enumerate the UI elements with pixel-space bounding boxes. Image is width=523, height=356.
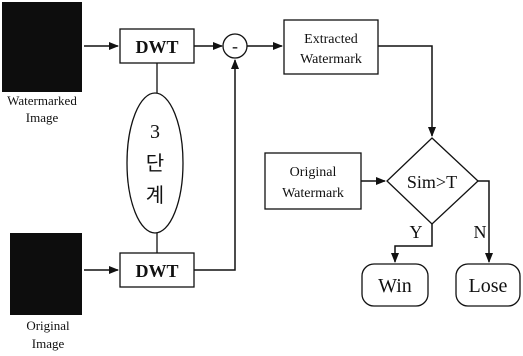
original-watermark-line1: Original [290, 165, 337, 180]
extracted-watermark-block [283, 19, 379, 75]
original-image [10, 233, 82, 315]
win-terminal [361, 263, 429, 307]
level-number: 3 [150, 121, 160, 143]
original-caption-line2: Image [32, 336, 65, 351]
watermarked-caption-line2: Image [26, 110, 59, 125]
win-label: Win [378, 275, 412, 297]
branch-yes-label: Y [410, 222, 423, 242]
watermarked-image [2, 2, 82, 92]
decision-label: Sim>T [407, 172, 457, 192]
arrow-no-to-lose [478, 180, 493, 263]
dwt-bottom-label: DWT [135, 261, 178, 281]
original-caption-line1: Original [26, 318, 70, 333]
arrow-extracted-to-decision [378, 45, 436, 137]
lose-label: Lose [469, 275, 508, 297]
watermarked-caption-line1: Watermarked [7, 93, 77, 108]
level-char-1: 단 [146, 151, 164, 175]
level-char-2: 계 [146, 183, 164, 207]
extracted-watermark-line1: Extracted [304, 32, 358, 47]
subtractor-symbol: - [232, 36, 238, 56]
branch-no-label: N [474, 222, 487, 242]
original-watermark-line2: Watermark [282, 186, 344, 201]
lose-terminal [455, 263, 521, 307]
original-watermark-block [264, 152, 362, 210]
dwt-top-label: DWT [135, 37, 178, 57]
arrow-dwt-bottom-to-subtractor [194, 59, 239, 271]
level-ellipse [126, 92, 184, 234]
extracted-watermark-line2: Watermark [300, 52, 362, 67]
arrow-yes-to-win [391, 224, 433, 263]
